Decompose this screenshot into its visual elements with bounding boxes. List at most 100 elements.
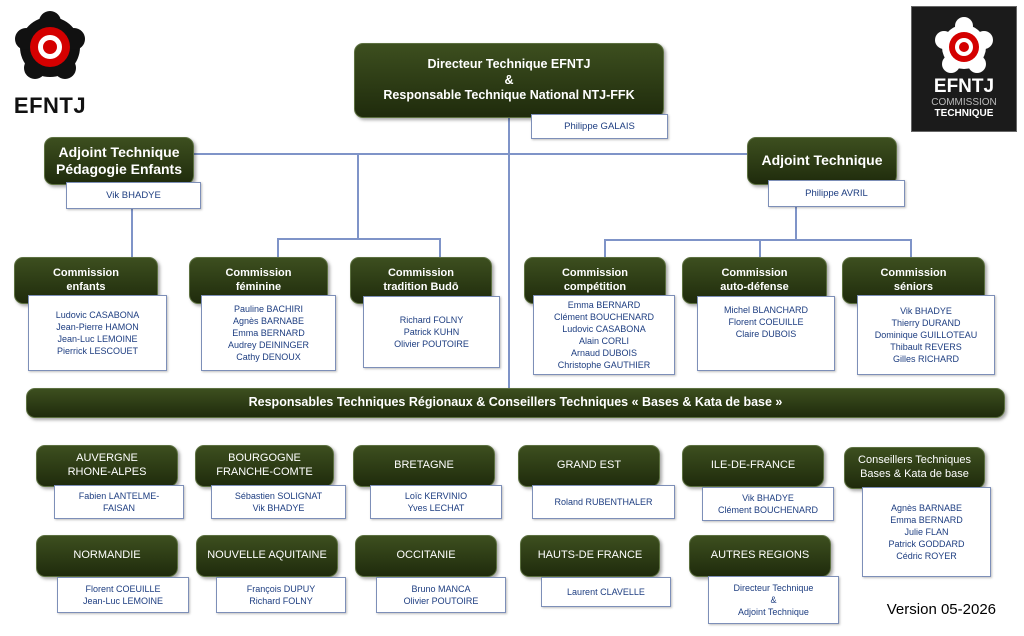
region-title: Conseillers Techniques Bases & Kata de b… xyxy=(858,454,971,480)
member-name: Ludovic CASABONA xyxy=(55,310,140,320)
connector-line xyxy=(604,239,912,241)
region-title: AUVERGNE RHONE-ALPES xyxy=(67,452,147,478)
member-name: Alain CORLI xyxy=(578,336,630,346)
region-box: BOURGOGNE FRANCHE-COMTE xyxy=(195,445,334,487)
director-box: Directeur Technique EFNTJ & Responsable … xyxy=(354,43,664,118)
member-name: Olivier POUTOIRE xyxy=(394,339,469,349)
member-name: Cathy DENOUX xyxy=(236,352,301,362)
connector-line xyxy=(277,238,279,258)
region-title: BOURGOGNE FRANCHE-COMTE xyxy=(216,452,313,478)
region-box: NOUVELLE AQUITAINE xyxy=(196,535,338,577)
region-members-box: Florent COEUILLE Jean-Luc LEMOINE xyxy=(57,577,189,613)
region-title: GRAND EST xyxy=(556,459,622,472)
member-name: Sébastien SOLIGNAT xyxy=(234,491,323,501)
connector-line xyxy=(759,239,761,258)
director-name: Philippe GALAIS xyxy=(564,121,635,132)
member-name: Vik BHADYE xyxy=(900,306,952,316)
seal-icon xyxy=(15,11,85,79)
member-name: Loïc KERVINIO xyxy=(404,491,468,501)
region-box: NORMANDIE xyxy=(36,535,178,577)
region-members-box: Directeur Technique & Adjoint Technique xyxy=(708,576,839,624)
logo-text: EFNTJ xyxy=(933,76,995,97)
commission-title: Commission compétition xyxy=(561,266,628,293)
member-name: Vik BHADYE xyxy=(252,503,305,513)
region-members-box: Vik BHADYE Clément BOUCHENARD xyxy=(702,487,834,521)
connector-line xyxy=(357,153,359,239)
member-name: Thibault REVERS xyxy=(890,342,962,352)
region-box: BRETAGNE xyxy=(353,445,495,487)
commission-title: Commission enfants xyxy=(52,266,119,293)
commission-members-box: Ludovic CASABONA Jean-Pierre HAMON Jean-… xyxy=(28,295,167,371)
region-members-box: Roland RUBENTHALER xyxy=(532,485,675,519)
commission-members-box: Michel BLANCHARD Florent COEUILLE Claire… xyxy=(697,296,835,371)
region-members-box: Laurent CLAVELLE xyxy=(541,577,671,607)
adjoint-left-box: Adjoint Technique Pédagogie Enfants xyxy=(44,137,194,185)
director-title: Directeur Technique EFNTJ & Responsable … xyxy=(383,57,635,103)
logo-subtitle: COMMISSION xyxy=(931,97,997,108)
connector-line xyxy=(439,238,441,258)
region-title: NORMANDIE xyxy=(73,549,141,562)
member-name: Agnès BARNABE xyxy=(890,503,963,513)
member-name: Adjoint Technique xyxy=(738,607,809,617)
member-name: Agnès BARNABE xyxy=(232,316,305,326)
commission-title: Commission auto-défense xyxy=(720,266,789,293)
member-name: Clément BOUCHENARD xyxy=(553,312,655,322)
member-name: Olivier POUTOIRE xyxy=(403,596,479,606)
adjoint-right-name-box: Philippe AVRIL xyxy=(768,180,905,207)
adjoint-right-box: Adjoint Technique xyxy=(747,137,897,185)
commission-title: Commission féminine xyxy=(225,266,292,293)
member-name: Pierrick LESCOUET xyxy=(56,346,138,356)
region-title: BRETAGNE xyxy=(394,459,454,472)
member-name: Ludovic CASABONA xyxy=(562,324,646,334)
member-name: Yves LECHAT xyxy=(407,503,465,513)
regional-banner: Responsables Techniques Régionaux & Cons… xyxy=(26,388,1005,418)
member-name: Bruno MANCA xyxy=(411,584,471,594)
member-name: Florent COEUILLE xyxy=(728,317,804,327)
commission-members-box: Pauline BACHIRI Agnès BARNABE Emma BERNA… xyxy=(201,295,336,371)
region-box: Conseillers Techniques Bases & Kata de b… xyxy=(844,447,985,489)
logo-text: EFNTJ xyxy=(13,93,87,118)
member-name: Julie FLAN xyxy=(904,527,949,537)
member-name: FAISAN xyxy=(102,503,135,513)
member-name: Vik BHADYE xyxy=(742,493,794,503)
region-members-box: Loïc KERVINIO Yves LECHAT xyxy=(370,485,502,519)
connector-line xyxy=(131,206,133,258)
version-label: Version 05-2026 xyxy=(886,601,996,618)
member-name: Clément BOUCHENARD xyxy=(717,505,819,515)
adjoint-right-name: Philippe AVRIL xyxy=(805,188,868,199)
region-title: ILE-DE-FRANCE xyxy=(710,459,796,472)
connector-line xyxy=(132,153,796,155)
region-box: GRAND EST xyxy=(518,445,660,487)
member-name: Emma BERNARD xyxy=(232,328,305,338)
member-name: Gilles RICHARD xyxy=(892,354,959,364)
commission-members-box: Vik BHADYE Thierry DURAND Dominique GUIL… xyxy=(857,295,995,375)
member-name: Dominique GUILLOTEAU xyxy=(874,330,978,340)
member-name: Claire DUBOIS xyxy=(735,329,797,339)
adjoint-left-title: Adjoint Technique Pédagogie Enfants xyxy=(55,143,183,178)
member-name: Pauline BACHIRI xyxy=(233,304,304,314)
region-box: OCCITANIE xyxy=(355,535,497,577)
region-title: OCCITANIE xyxy=(396,549,456,562)
member-name: Arnaud DUBOIS xyxy=(570,348,638,358)
region-title: NOUVELLE AQUITAINE xyxy=(207,549,327,562)
region-box: AUTRES REGIONS xyxy=(689,535,831,577)
region-members-box: Agnès BARNABE Emma BERNARD Julie FLAN Pa… xyxy=(862,487,991,577)
commission-members-box: Richard FOLNY Patrick KUHN Olivier POUTO… xyxy=(363,296,500,368)
member-name: Richard FOLNY xyxy=(249,596,313,606)
region-members-box: Sébastien SOLIGNAT Vik BHADYE xyxy=(211,485,346,519)
member-name: Audrey DEININGER xyxy=(227,340,310,350)
member-name: Richard FOLNY xyxy=(399,315,464,325)
member-name: Cédric ROYER xyxy=(896,551,957,561)
member-name: Florent COEUILLE xyxy=(85,584,161,594)
connector-line xyxy=(604,239,606,258)
member-name: Patrick GODDARD xyxy=(888,539,965,549)
member-name: Patrick KUHN xyxy=(403,327,460,337)
connector-line xyxy=(277,238,441,240)
member-name: Jean-Luc LEMOINE xyxy=(57,334,138,344)
member-name: François DUPUY xyxy=(246,584,316,594)
member-name: Directeur Technique xyxy=(733,583,814,593)
member-name: Fabien LANTELME- xyxy=(78,491,160,501)
adjoint-left-name: Vik BHADYE xyxy=(106,190,161,201)
member-name: Emma BERNARD xyxy=(567,300,641,310)
region-box: HAUTS-DE FRANCE xyxy=(520,535,660,577)
